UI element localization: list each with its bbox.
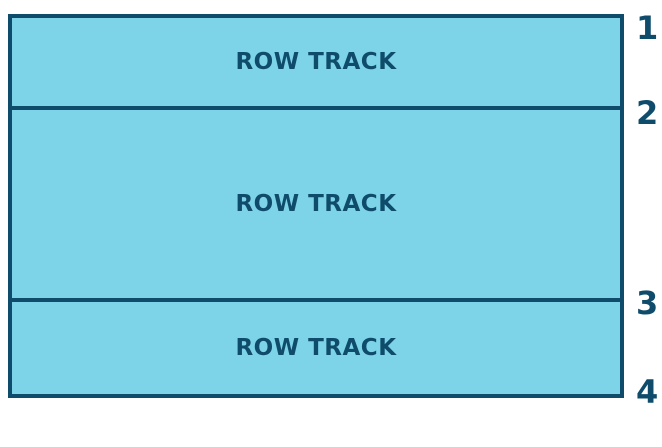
grid-line-number-3: 3 — [636, 284, 659, 322]
row-track-1: ROW TRACK — [12, 18, 620, 110]
row-track-2: ROW TRACK — [12, 110, 620, 302]
grid-container: ROW TRACK ROW TRACK ROW TRACK — [8, 14, 624, 398]
row-track-label: ROW TRACK — [235, 335, 397, 361]
grid-line-number-2: 2 — [636, 94, 659, 132]
row-track-3: ROW TRACK — [12, 302, 620, 394]
grid-line-number-1: 1 — [636, 9, 659, 47]
grid-line-number-4: 4 — [636, 373, 659, 411]
row-track-label: ROW TRACK — [235, 49, 397, 75]
row-track-label: ROW TRACK — [235, 191, 397, 217]
